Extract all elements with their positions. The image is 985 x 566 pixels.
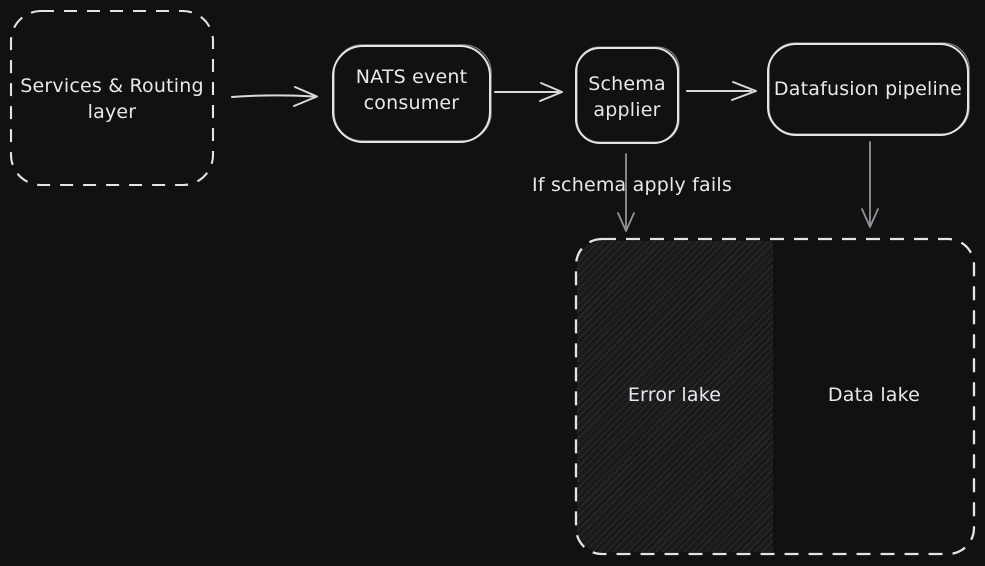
schema-applier-label: Schema applier <box>576 71 678 123</box>
services-routing-label: Services & Routing layer <box>11 73 213 125</box>
arrow-schema-to-datafusion-head <box>731 81 757 101</box>
nats-event-consumer-box-sketch-stroke <box>333 44 492 142</box>
services-routing-box <box>9 9 215 187</box>
nats-event-consumer-label-line2: consumer <box>363 92 460 114</box>
schema-applier-label-line2: applier <box>593 99 661 121</box>
schema-applier-label-line1: Schema <box>588 73 666 95</box>
schema-fail-annotation: If schema apply fails <box>532 174 732 196</box>
data-lake-label: Data lake <box>827 384 921 406</box>
services-routing-label-line1: Services & Routing <box>20 75 204 97</box>
datafusion-pipeline-box-sketch-stroke <box>768 42 970 135</box>
schema-applier-box-sketch-stroke <box>576 46 680 143</box>
nats-event-consumer-label-line1: NATS event <box>355 66 468 88</box>
lakes-container-box <box>574 237 976 556</box>
services-routing-label-line2: layer <box>87 101 137 123</box>
datafusion-pipeline-box <box>767 43 969 136</box>
nats-event-consumer-label: NATS event consumer <box>333 64 490 116</box>
arrow-schema-to-error-lake-head <box>617 212 635 232</box>
schema-applier-box <box>575 47 679 144</box>
arrow-datafusion-to-data-lake-head <box>861 208 879 228</box>
arrow-services-to-nats <box>231 94 315 98</box>
arrow-nats-to-schema-head <box>539 82 563 102</box>
datafusion-pipeline-label: Datafusion pipeline <box>773 78 963 100</box>
error-lake-hatch-fill <box>577 241 773 552</box>
error-lake-label: Error lake <box>627 384 722 406</box>
nats-event-consumer-box <box>332 45 491 143</box>
arrow-services-to-nats-head <box>293 86 318 107</box>
